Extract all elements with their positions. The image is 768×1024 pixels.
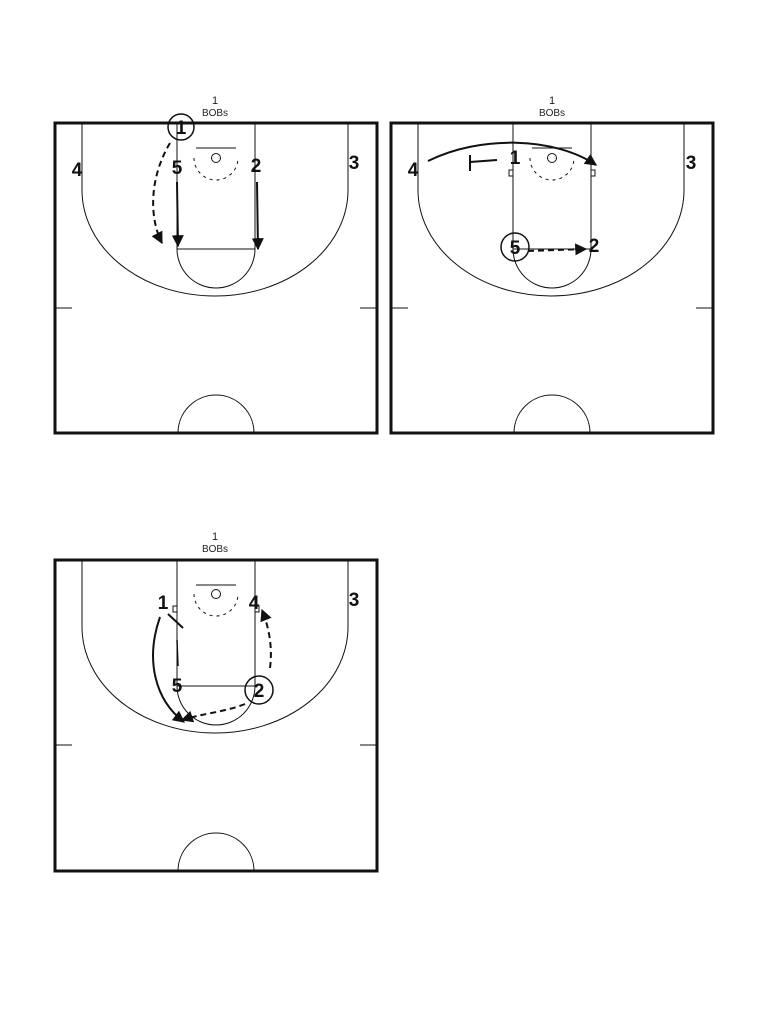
- lane-block: [590, 169, 596, 177]
- three-point-arc: [417, 123, 685, 297]
- three-point-arc: [81, 123, 349, 297]
- screen-mark: [176, 639, 179, 667]
- free-throw-circle: [176, 248, 256, 289]
- free-throw-lane: [176, 122, 256, 250]
- player-label: 1: [510, 148, 521, 169]
- screen-mark: [469, 155, 498, 171]
- cut-path: [152, 616, 185, 723]
- player-label: 4: [72, 160, 83, 181]
- player-label: 4: [249, 593, 260, 614]
- diagram-3-title: BOBs: [202, 544, 228, 555]
- player-label: 3: [686, 153, 697, 174]
- free-throw-lane: [176, 559, 256, 687]
- cut-path: [427, 141, 597, 166]
- half-court: [53, 121, 379, 435]
- diagram-3-number: 1: [212, 531, 218, 543]
- player-label: 5: [510, 238, 521, 259]
- player-label: 3: [349, 590, 360, 611]
- pass-path: [260, 608, 272, 669]
- lane-block: [172, 605, 178, 613]
- restricted-arc: [193, 593, 239, 617]
- player-label: 3: [349, 153, 360, 174]
- play-marks: [427, 141, 597, 262]
- restricted-arc: [529, 157, 575, 181]
- player-label: 2: [254, 681, 265, 702]
- player-label: 5: [172, 676, 183, 697]
- ball-handler-circle: [244, 675, 274, 705]
- diagram-1-number: 1: [212, 95, 218, 107]
- free-throw-circle: [512, 248, 592, 289]
- players: 1 5 2 4 3: [72, 118, 360, 181]
- court-boundary: [389, 121, 715, 435]
- play-marks: [151, 113, 264, 251]
- player-label: 1: [176, 118, 187, 139]
- diagram-3: 1 BOBs 1 4 3 5: [53, 531, 379, 873]
- player-label: 1: [158, 593, 169, 614]
- pass-path: [180, 703, 246, 723]
- player-label: 2: [251, 156, 262, 177]
- diagram-1-title: BOBs: [202, 108, 228, 119]
- court-boundary: [53, 121, 379, 435]
- ball-handler-circle: [500, 232, 530, 262]
- play-marks: [152, 608, 274, 723]
- free-throw-lane: [512, 122, 592, 250]
- lane-block: [254, 605, 260, 613]
- screen-mark: [167, 613, 184, 629]
- ball-handler-circle: [167, 113, 195, 141]
- cut-path: [171, 181, 184, 248]
- diagram-2: 1 BOBs 4 1 3 5 2: [389, 95, 715, 435]
- pass-path: [151, 142, 171, 245]
- players: 1 4 3 5 2: [158, 590, 360, 702]
- player-label: 5: [172, 158, 183, 179]
- diagram-2-number: 1: [549, 95, 555, 107]
- center-circle: [177, 832, 255, 872]
- court-boundary: [53, 558, 379, 873]
- players: 4 1 3 5 2: [408, 148, 697, 259]
- cut-path: [251, 181, 264, 251]
- rim: [211, 153, 221, 163]
- diagram-2-title: BOBs: [539, 108, 565, 119]
- restricted-arc: [193, 157, 239, 181]
- half-court: [53, 558, 379, 873]
- player-label: 2: [589, 236, 600, 257]
- center-circle: [177, 394, 255, 434]
- three-point-arc: [81, 560, 349, 734]
- rim: [211, 589, 221, 599]
- center-circle: [513, 394, 591, 434]
- player-label: 4: [408, 160, 419, 181]
- rim: [547, 153, 557, 163]
- lane-block: [508, 169, 514, 177]
- diagram-1: 1 BOBs 1 5 2 4 3: [53, 95, 379, 435]
- half-court: [389, 121, 715, 435]
